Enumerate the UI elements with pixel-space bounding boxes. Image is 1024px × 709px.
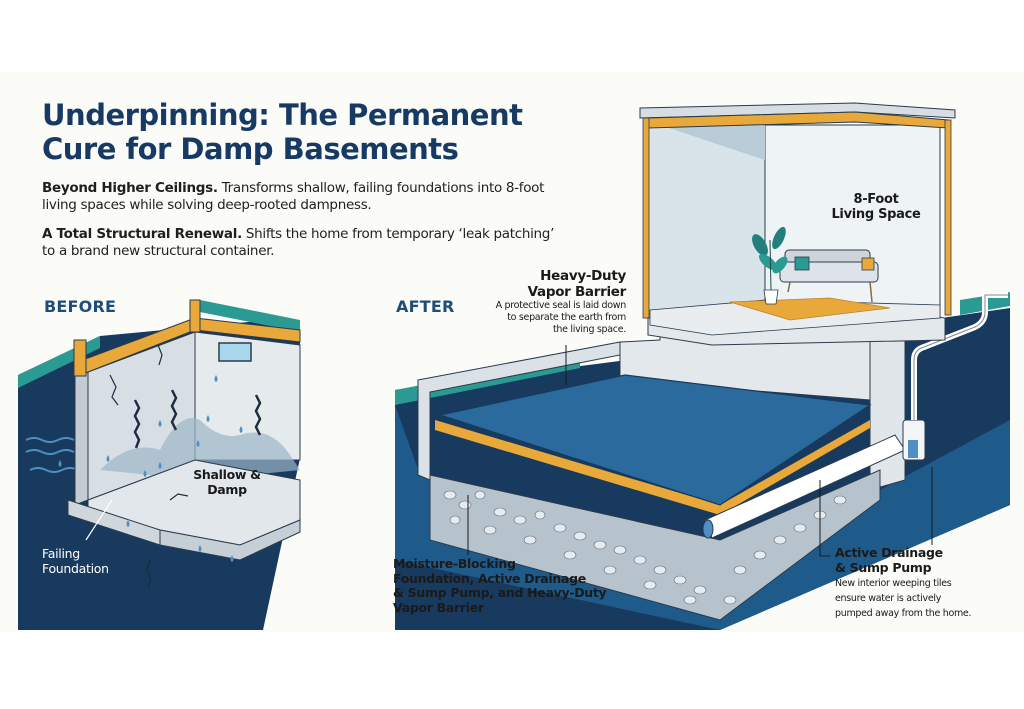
water-wave-icon [25, 437, 79, 473]
after-illustration [395, 102, 1010, 630]
callout-vapor-barrier: Heavy-Duty Vapor Barrier A protective se… [495, 268, 627, 335]
plant-icon [752, 226, 788, 305]
vapor-barrier [437, 374, 872, 506]
after-label: AFTER [396, 297, 455, 316]
intro-1-text: Transforms shallow, failing foundations … [42, 180, 545, 213]
callout-active-drainage: Active Drainage & Sump Pump New interior… [835, 545, 972, 619]
water-droplet-icons [58, 375, 243, 562]
callout-moisture-blocking: Moisture-Blocking Foundation, Active Dra… [393, 556, 607, 615]
before-illustration [18, 299, 301, 630]
callout-failing-foundation: Failing Foundation [42, 546, 109, 576]
callout-living-space: 8-Foot Living Space [831, 192, 921, 222]
intro-paragraph-1: Beyond Higher Ceilings. Transforms shall… [42, 180, 562, 214]
gravel-stones [443, 490, 847, 605]
intro-1-lead: Beyond Higher Ceilings. [42, 180, 218, 196]
intro-2-text: Shifts the home from temporary ‘leak pat… [42, 226, 555, 259]
title-line-1: Underpinning: The Permanent [42, 98, 523, 132]
intro-2-lead: A Total Structural Renewal. [42, 226, 242, 242]
intro-paragraph-2: A Total Structural Renewal. Shifts the h… [42, 226, 562, 260]
basement-window [218, 342, 252, 362]
page-title: Underpinning: The Permanent Cure for Dam… [42, 98, 582, 166]
callout-shallow-damp: Shallow & Damp [193, 467, 261, 497]
title-line-2: Cure for Damp Basements [42, 132, 459, 166]
drain-pipe-end [702, 519, 714, 539]
before-label: BEFORE [44, 297, 117, 316]
crack-marks [109, 344, 262, 589]
